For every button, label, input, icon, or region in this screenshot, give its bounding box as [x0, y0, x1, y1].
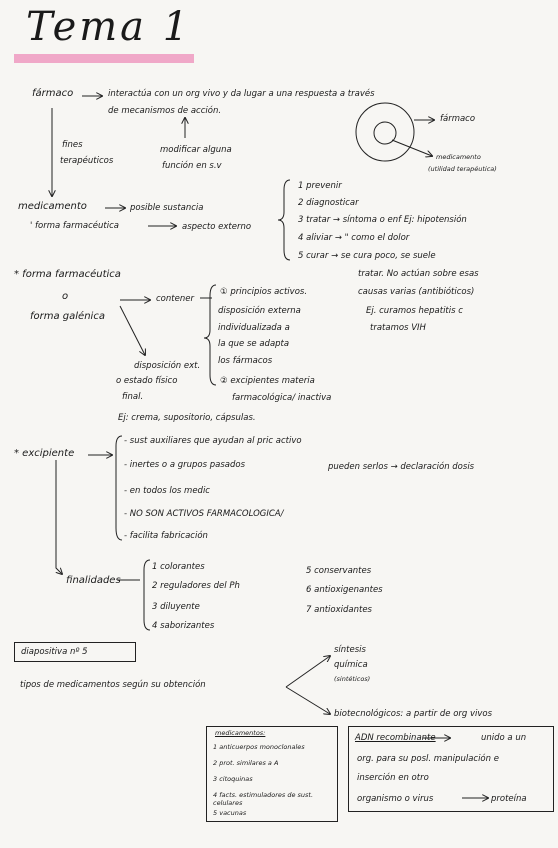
definition-line1: interactúa con un org vivo y da lugar a … — [108, 89, 375, 99]
fin-right-7: 7 antioxidantes — [306, 605, 372, 615]
excipiente-item-5: - facilita fabricación — [124, 531, 208, 541]
forma-farm-label: ' forma farmacéutica — [30, 221, 119, 231]
curar-line3: Ej. curamos hepatitis c — [366, 306, 463, 316]
box-item-1: 1 anticuerpos monoclonales — [213, 743, 305, 751]
disp-ext-3: la que se adapta — [218, 339, 290, 349]
excipiente-item-1: - sust auxiliares que ayudan al pric act… — [124, 436, 302, 446]
circle-medicamento-label: medicamento — [436, 153, 481, 161]
disp-ext-4: los fármacos — [218, 356, 273, 366]
curar-line2: causas varias (antibióticos) — [358, 287, 475, 297]
contener-label: contener — [156, 294, 194, 304]
ejemplos-label: Ej: crema, supositorio, cápsulas. — [118, 413, 256, 423]
title-highlight — [14, 54, 194, 63]
circle-utilidad-label: (utilidad terapéutica) — [428, 165, 497, 173]
excipiente-item-3: - en todos los medic — [124, 486, 210, 496]
definition-line2: de mecanismos de acción. — [108, 106, 222, 116]
use-3: 3 tratar → síntoma o enf Ej: hipotensión — [298, 215, 467, 225]
excipiente-side-note: pueden serlos → declaración dosis — [328, 462, 475, 472]
fin-left-3: 3 diluyente — [152, 602, 200, 612]
tipos-label: tipos de medicamentos según su obtención — [20, 680, 206, 690]
fin-left-4: 4 saborizantes — [152, 621, 215, 631]
sintesis-2: química — [334, 660, 368, 670]
farmaco-label: fármaco — [32, 88, 74, 99]
medicamento-label: medicamento — [18, 201, 87, 212]
excipiente-item-4: - NO SON ACTIVOS FARMACOLOGICA/ — [124, 509, 284, 519]
fin-left-2: 2 reguladores del Ph — [152, 581, 240, 591]
disp-ext-1: disposición externa — [218, 306, 301, 316]
box-item-3: 3 citoquinas — [213, 775, 253, 783]
box-item-5: 5 vacunas — [213, 809, 247, 817]
curar-line1: tratar. No actúan sobre esas — [358, 269, 479, 279]
aspecto-label: aspecto externo — [182, 222, 252, 232]
forma-galenica-label: forma galénica — [30, 311, 105, 322]
use-2: 2 diagnosticar — [298, 198, 359, 208]
biotec-label: biotecnológicos: a partir de org vivos — [334, 709, 493, 719]
fines-label: fines — [62, 140, 83, 150]
excipiente-heading: * excipiente — [14, 448, 75, 459]
excipientes-label-2: farmacológica/ inactiva — [232, 393, 332, 403]
disposicion-2: o estado físico — [116, 376, 178, 386]
page-title: Tema 1 — [26, 4, 192, 50]
sintesis-3: (sintéticos) — [334, 675, 371, 683]
box-item-4: 4 facts. estimuladores de sust. celulare… — [213, 791, 314, 807]
finalidades-label: finalidades — [66, 575, 121, 586]
fin-right-5: 5 conservantes — [306, 566, 372, 576]
adn-line-3: inserción en otro — [357, 773, 429, 783]
diapositiva-box: diapositiva nº 5 — [14, 642, 136, 662]
forma-farmaceutica-heading: * forma farmacéutica — [14, 269, 121, 280]
adn-line-2: org. para su posl. manipulación e — [357, 754, 499, 764]
diapositiva-label: diapositiva nº 5 — [21, 647, 88, 657]
posible-label: posible sustancia — [130, 203, 204, 213]
terapeuticos-label: terapéuticos — [60, 156, 114, 166]
use-1: 1 prevenir — [298, 181, 342, 191]
disposicion-1: disposición ext. — [134, 361, 201, 371]
excipientes-label: ② excipientes materia — [220, 376, 315, 386]
fin-left-1: 1 colorantes — [152, 562, 205, 572]
adn-line-4: organismo o virus — [357, 794, 434, 804]
excipiente-item-2: - inertes o a grupos pasados — [124, 460, 246, 470]
principios-label: ① principios activos. — [220, 287, 308, 297]
use-5: 5 curar → se cura poco, se suele — [298, 251, 436, 261]
adn-line-1: unido a un — [481, 733, 527, 743]
disposicion-3: final. — [122, 392, 144, 402]
fin-right-6: 6 antioxigenantes — [306, 585, 383, 595]
modificar-label: modificar alguna — [160, 145, 232, 155]
circle-farmaco-label: fármaco — [440, 114, 476, 124]
proteina-label: proteína — [491, 794, 527, 804]
adn-box: ADN recombinante unido a un org. para su… — [348, 726, 554, 812]
sintesis-1: síntesis — [334, 645, 366, 655]
use-4: 4 aliviar → " como el dolor — [298, 233, 410, 243]
disp-ext-2: individualizada a — [218, 323, 290, 333]
funcion-label: función en s.v — [162, 161, 222, 171]
curar-line4: tratamos VIH — [370, 323, 426, 333]
box-title: medicamentos: — [215, 729, 266, 737]
adn-label: ADN recombinante — [355, 733, 436, 743]
box-item-2: 2 prot. similares a A — [213, 759, 279, 767]
o-label: o — [62, 291, 69, 302]
medicamentos-box: medicamentos: 1 anticuerpos monoclonales… — [206, 726, 338, 822]
